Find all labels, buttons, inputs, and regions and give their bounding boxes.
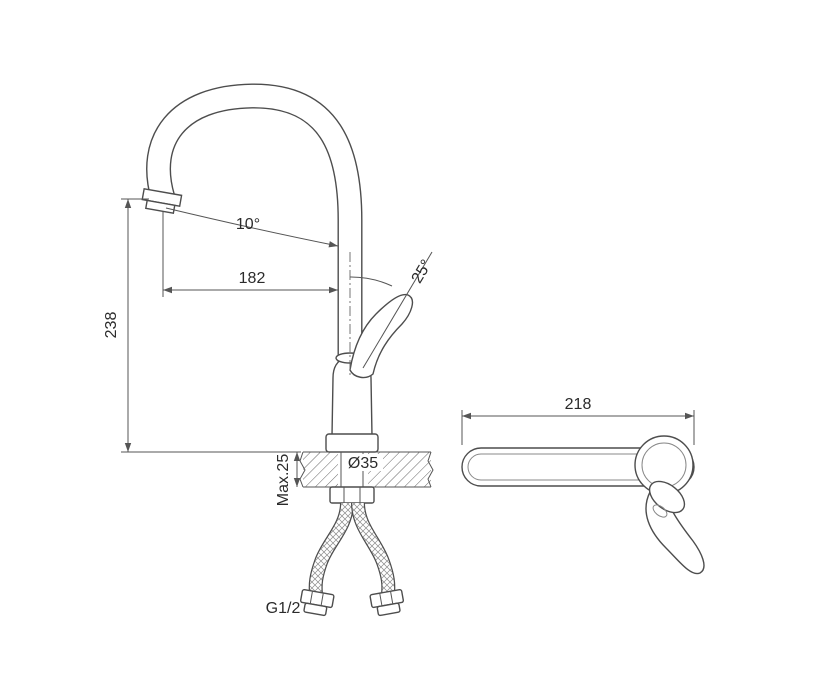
front-view <box>141 83 434 617</box>
side-view: 218 <box>461 396 705 575</box>
dim-hole-diameter: Ø35 <box>348 455 378 472</box>
supply-hose-left <box>308 502 354 595</box>
spout-aerator <box>141 187 183 215</box>
supply-hose-right <box>351 502 396 595</box>
mounting-deck <box>299 451 434 488</box>
handle-angle-leader <box>362 251 433 369</box>
outlet-angle-line <box>165 207 339 248</box>
deck-break-right <box>427 451 434 488</box>
deck-break-left <box>299 451 306 488</box>
dim-total-height: 238 <box>103 312 120 339</box>
spout-gooseneck <box>146 83 363 362</box>
dim-handle-angle: 25° <box>409 257 436 287</box>
side-handle-detail <box>652 504 668 518</box>
dim-max-thickness: Max.25 <box>275 454 292 507</box>
handle-lever <box>349 293 414 379</box>
mounting-nut <box>329 486 375 504</box>
dim-connection-thread: G1/2 <box>266 600 301 617</box>
hole-label-bg <box>344 454 383 471</box>
side-handle-lever <box>645 491 705 575</box>
front-annotations: 25° 10° 182 238 Max.25 Ø35 G1/2 <box>103 198 436 617</box>
height-extension-lines <box>121 198 301 453</box>
hose-fitting-right <box>369 588 405 617</box>
dim-outlet-angle: 10° <box>236 216 260 233</box>
dim-spout-reach: 182 <box>239 270 266 287</box>
handle-angle-arc <box>349 276 393 287</box>
deck-hatch-left <box>303 452 338 487</box>
dim-spout-length: 218 <box>565 396 592 413</box>
hose-fitting-left <box>299 588 335 617</box>
